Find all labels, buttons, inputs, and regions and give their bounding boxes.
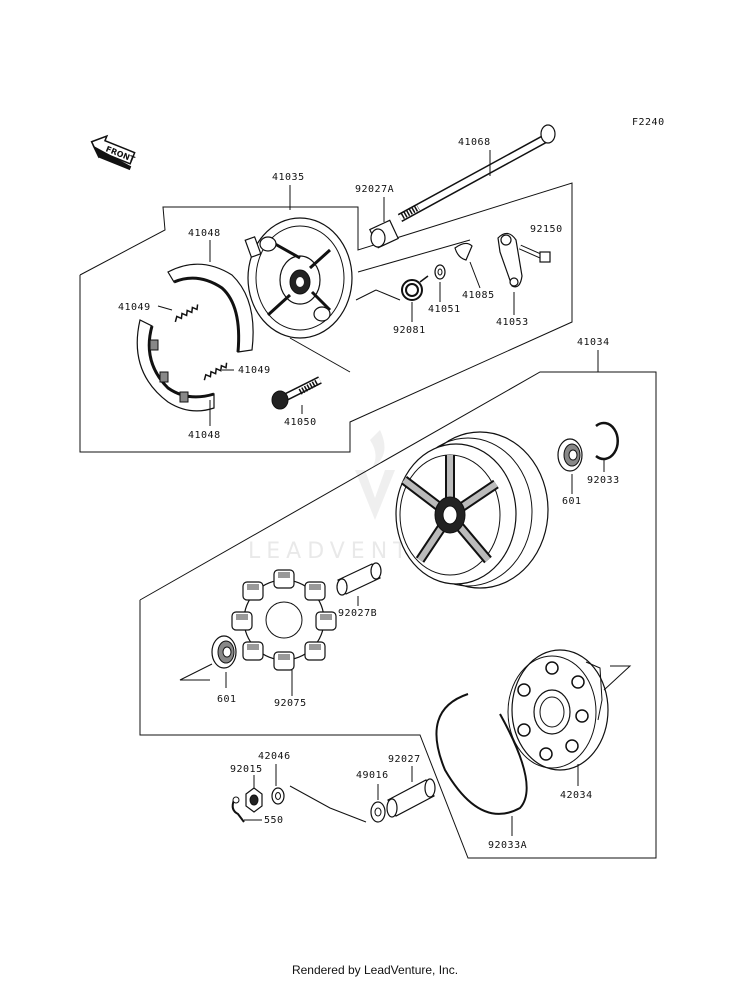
label-41085: 41085 <box>462 290 495 301</box>
leader-line <box>157 305 173 311</box>
bolt-92150 <box>518 244 551 263</box>
sprocket-flange-42034 <box>507 649 609 771</box>
brake-cam-41050 <box>271 376 322 410</box>
label-41068: 41068 <box>458 137 491 148</box>
label-92033: 92033 <box>587 475 620 486</box>
label-41051: 41051 <box>428 304 461 315</box>
collar-92027B <box>336 562 382 596</box>
wheel-rim-41034 <box>395 431 549 589</box>
cam-lever-41085 <box>454 242 473 261</box>
label-92027B: 92027B <box>338 608 377 619</box>
leader-line <box>603 665 632 691</box>
shoe-spring-upper-41049 <box>174 304 199 323</box>
label-41049-bottom: 41049 <box>238 365 271 376</box>
front-arrow-icon: FRONT <box>90 134 137 171</box>
shoe-spring-lower-41049 <box>203 362 228 381</box>
label-601-left: 601 <box>217 694 237 705</box>
collar-92027A <box>369 219 399 249</box>
label-42034: 42034 <box>560 790 593 801</box>
leader-line <box>375 289 401 301</box>
circlip-92033 <box>595 421 619 461</box>
leader-line <box>179 663 213 681</box>
brake-shoe-lower-41048 <box>136 319 215 412</box>
bearing-601-left <box>211 635 237 669</box>
label-92075: 92075 <box>274 698 307 709</box>
label-92027A: 92027A <box>355 184 394 195</box>
label-92033A: 92033A <box>488 840 527 851</box>
leader-line <box>289 337 351 373</box>
hub-damper-92075 <box>231 569 337 671</box>
label-92027: 92027 <box>388 754 421 765</box>
cotter-pin-550 <box>231 796 245 823</box>
large-circlip-92033A <box>435 693 528 815</box>
label-41048-top: 41048 <box>188 228 221 239</box>
brake-shoe-upper-41048 <box>167 263 254 353</box>
label-41034: 41034 <box>577 337 610 348</box>
label-41035: 41035 <box>272 172 305 183</box>
leader-line <box>469 261 481 289</box>
label-42046: 42046 <box>258 751 291 762</box>
label-41050: 41050 <box>284 417 317 428</box>
leader-line <box>357 239 471 273</box>
label-92150: 92150 <box>530 224 563 235</box>
label-550: 550 <box>264 815 284 826</box>
washer-42046 <box>271 787 285 805</box>
label-41048-bottom: 41048 <box>188 430 221 441</box>
torsion-spring-92081 <box>401 275 429 301</box>
footer-credit: Rendered by LeadVenture, Inc. <box>291 963 459 977</box>
washer-49016 <box>370 801 386 823</box>
leader-line <box>355 289 377 301</box>
diagram-code: F2240 <box>632 117 665 128</box>
label-49016: 49016 <box>356 770 389 781</box>
brake-lever-41053 <box>497 232 523 288</box>
collar-92027 <box>386 778 436 818</box>
castle-nut-92015 <box>245 787 263 813</box>
leader-line <box>289 785 367 823</box>
label-92015: 92015 <box>230 764 263 775</box>
label-601-right: 601 <box>562 496 582 507</box>
brake-panel-41035 <box>244 217 353 339</box>
bearing-601-right <box>557 438 583 472</box>
lower-group-outline <box>139 371 657 859</box>
label-92081: 92081 <box>393 325 426 336</box>
label-41049-top: 41049 <box>118 302 151 313</box>
axle-41068 <box>397 124 556 222</box>
upper-group-outline <box>79 182 573 453</box>
label-41053: 41053 <box>496 317 529 328</box>
